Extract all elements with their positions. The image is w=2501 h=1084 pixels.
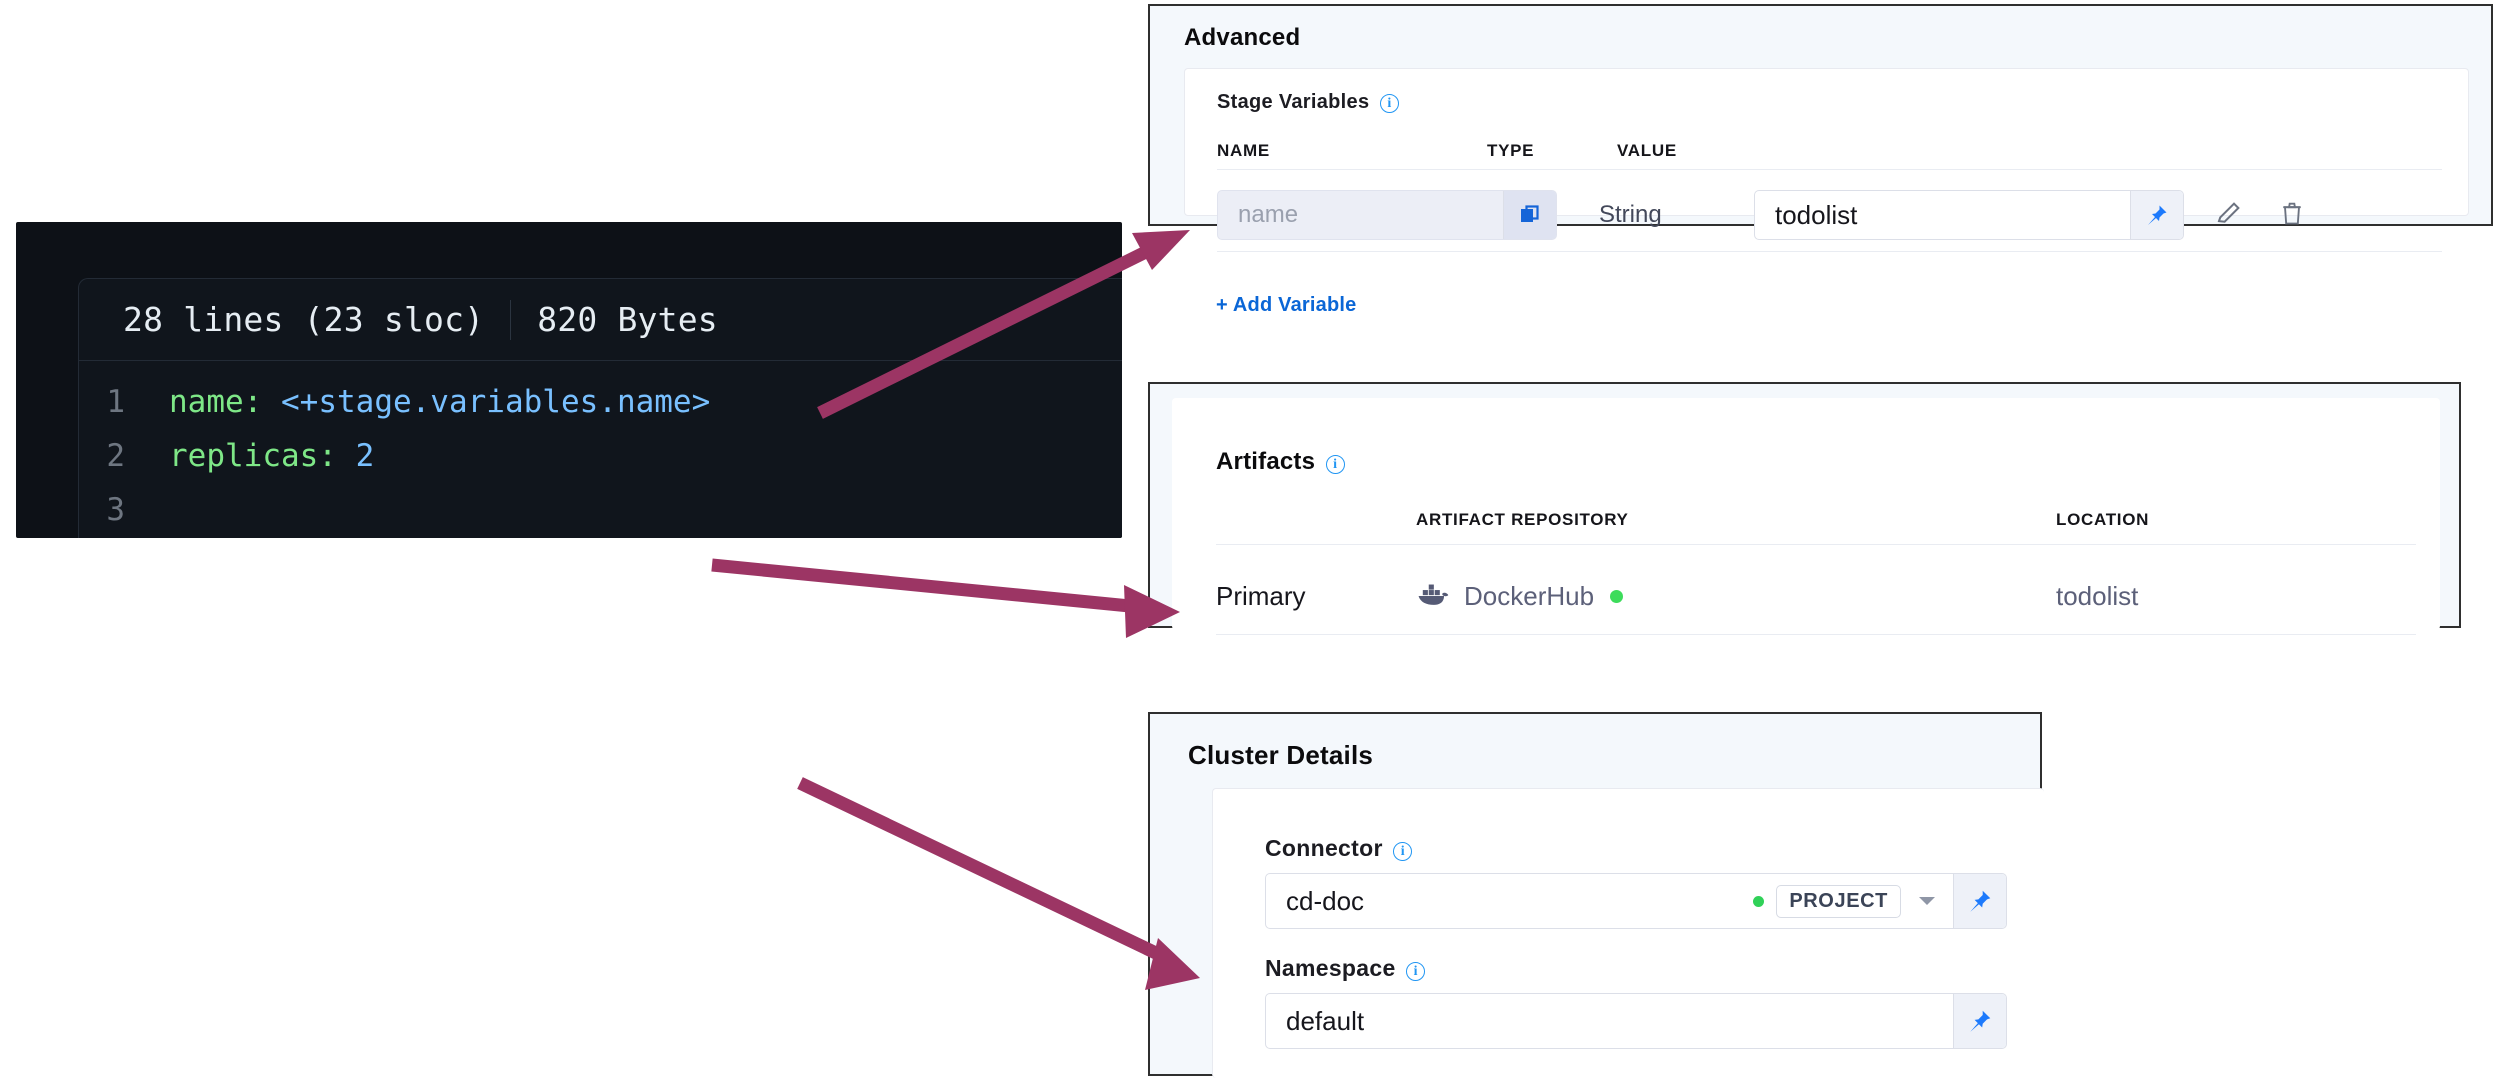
column-header-value: VALUE [1617,141,1677,160]
artifacts-heading: Artifacts i [1172,398,2440,476]
connector-value: cd-doc [1286,885,1365,916]
connector-field[interactable]: cd-doc PROJECT [1265,873,2007,929]
line-number: 3 [106,492,125,528]
line-number: 4 [79,537,169,538]
pushpin-icon[interactable] [2130,191,2183,239]
artifact-location: todolist [2056,580,2139,611]
namespace-value: default [1286,1005,1365,1036]
info-icon[interactable]: i [1379,94,1399,114]
connector-status-dot [1753,895,1765,907]
artifacts-title: Artifacts [1216,448,1316,475]
name-input-placeholder: name [1238,201,1299,228]
artifact-primary-row: Primary DockerHub todolist [1216,564,2416,628]
advanced-card: Advanced Stage Variables i NAME TYPE VAL… [1148,4,2493,316]
divider-bottom [1216,634,2416,635]
code-file-meta: 28 lines (23 sloc) 820 Bytes [79,279,1122,361]
column-header-type: TYPE [1487,141,1535,160]
namespace-label-row: Namespace i [1265,955,1426,982]
code-line: 2 replicas: 2 [79,429,1122,483]
trash-icon[interactable] [2278,199,2306,232]
artifacts-column-headers: ARTIFACT REPOSITORY LOCATION [1216,510,2416,530]
column-header-name: NAME [1217,141,1270,160]
stage-variable-row: name String todolist [1217,187,2467,243]
line-content: image: <+artifact.image> [169,537,617,538]
divider-top [1217,169,2442,170]
column-header-artifact-repository: ARTIFACT REPOSITORY [1416,510,1629,529]
advanced-title: Advanced [1184,24,1301,51]
connector-label-row: Connector i [1265,835,1413,862]
meta-divider [510,299,512,340]
info-icon[interactable]: i [1406,962,1426,982]
divider-top [1216,544,2416,545]
pushpin-icon[interactable] [1953,874,2006,928]
stage-variable-name-input[interactable]: name [1217,190,1557,240]
code-file-size: 820 Bytes [537,300,718,339]
code-lines: 1 name: <+stage.variables.name> 2 replicas:… [79,361,1122,538]
artifacts-panel: Artifacts i ARTIFACT REPOSITORY LOCATION… [1172,398,2440,635]
line-number: 2 [106,438,125,474]
arrow-artifact-image [711,558,1180,638]
docker-whale-icon [1418,584,1449,605]
artifact-repository-name: DockerHub [1464,580,1595,611]
code-viewer-inner: 28 lines (23 sloc) 820 Bytes 1 name: <+st… [78,278,1122,538]
stage-variables-heading: Stage Variables i [1185,69,2468,114]
namespace-label: Namespace [1265,955,1396,981]
chevron-down-icon[interactable] [1919,897,1935,905]
cluster-details-panel: Connector i cd-doc PROJECT Namespace i d… [1212,788,2044,1078]
column-header-location: LOCATION [2056,510,2150,529]
stage-variables-panel: Stage Variables i NAME TYPE VALUE name S… [1184,68,2469,252]
value-input-text: todolist [1775,199,1858,230]
artifacts-card: Artifacts i ARTIFACT REPOSITORY LOCATION… [1148,382,2461,635]
code-line: 3 [79,483,1122,537]
copy-icon[interactable] [1503,191,1556,239]
code-viewer-panel: 28 lines (23 sloc) 820 Bytes 1 name: <+st… [16,222,1122,538]
code-lines-count: 28 lines (23 sloc) [123,300,485,339]
arrow-infra-namespace [797,777,1200,990]
status-dot [1610,589,1624,603]
cluster-details-card: Cluster Details Connector i cd-doc PROJE… [1148,712,2044,1078]
artifact-kind: Primary [1216,580,1306,611]
cluster-details-heading: Cluster Details [1150,714,2040,771]
advanced-header[interactable]: Advanced [1150,6,2491,52]
info-icon[interactable]: i [1325,455,1345,475]
info-icon[interactable]: i [1393,842,1413,862]
artifact-repository-cell: DockerHub [1416,581,2056,612]
stage-variable-type: String [1599,201,1662,228]
divider-bottom [1217,251,2442,252]
pencil-icon[interactable] [2214,198,2244,233]
stage-variables-column-headers: NAME TYPE VALUE [1217,141,2442,161]
add-variable-button[interactable]: + Add Variable [1216,294,1357,316]
column-header-blank [1216,510,1416,530]
line-content: replicas: 2 [169,438,375,474]
code-line: 1 name: <+stage.variables.name> [79,375,1122,429]
namespace-field[interactable]: default [1265,993,2007,1049]
cluster-details-title: Cluster Details [1188,740,1374,770]
connector-label: Connector [1265,835,1383,861]
stage-variable-value-input[interactable]: todolist [1754,190,2184,240]
line-content: name: <+stage.variables.name> [169,384,711,420]
stage-variables-title: Stage Variables [1217,91,1370,113]
code-line: 4image: <+artifact.image> [79,537,1122,538]
connector-scope-badge: PROJECT [1776,884,1901,918]
pushpin-icon[interactable] [1953,994,2006,1048]
line-number: 1 [106,384,125,420]
